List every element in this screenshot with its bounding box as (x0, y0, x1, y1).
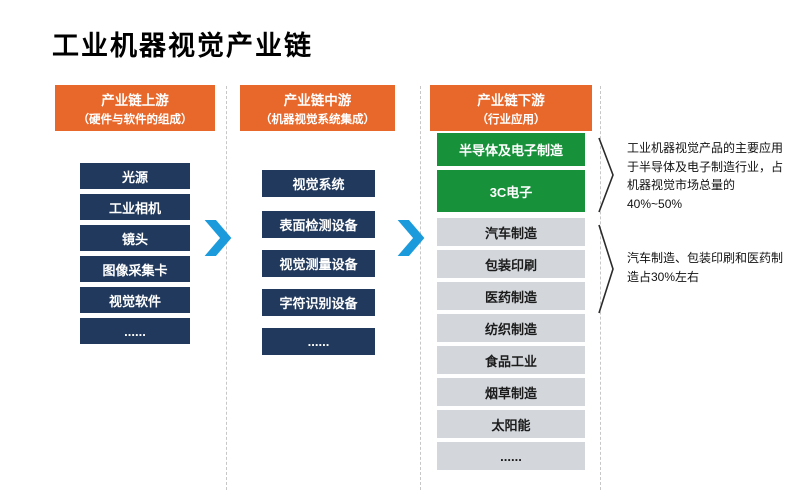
brace-icon-1 (598, 137, 614, 213)
chain-item-vision-system: 视觉系统 (262, 170, 375, 197)
chain-item-packaging-printing: 包装印刷 (437, 250, 585, 278)
chain-item-pharmaceutical: 医药制造 (437, 282, 585, 310)
stage-header-title: 产业链中游 (283, 93, 352, 108)
stage-header-subtitle: （硬件与软件的组成） (77, 114, 193, 126)
divider-dashed-3 (600, 86, 601, 490)
arrow-right-icon-1 (204, 220, 232, 256)
stage-header-subtitle: （行业应用） (476, 114, 546, 126)
chain-item-industrial-camera: 工业相机 (80, 194, 190, 220)
divider-dashed-1 (226, 86, 227, 490)
chain-item-character-recognition: 字符识别设备 (262, 289, 375, 316)
stage-header-subtitle: （机器视觉系统集成） (260, 114, 375, 126)
chain-item-semiconductor-electronics: 半导体及电子制造 (437, 133, 585, 166)
chain-item-lens: 镜头 (80, 225, 190, 251)
chain-item-frame-grabber: 图像采集卡 (80, 256, 190, 282)
stage-header-downstream: 产业链下游 （行业应用） (430, 85, 592, 131)
chain-item-tobacco: 烟草制造 (437, 378, 585, 406)
annotation-semiconductor-share: 工业机器视觉产品的主要应用于半导体及电子制造行业，占机器视觉市场总量的40%~5… (627, 141, 784, 211)
chain-item-midstream-more: ...... (262, 328, 375, 355)
chain-item-vision-measurement: 视觉测量设备 (262, 250, 375, 277)
stage-header-upstream: 产业链上游 （硬件与软件的组成） (55, 85, 215, 131)
page-title: 工业机器视觉产业链 (52, 31, 313, 61)
chain-item-solar: 太阳能 (437, 410, 585, 438)
arrow-right-icon-2 (397, 220, 425, 256)
chain-item-surface-inspection: 表面检测设备 (262, 211, 375, 238)
chain-item-3c-electronics: 3C电子 (437, 170, 585, 212)
chain-item-downstream-more: ...... (437, 442, 585, 470)
stage-header-midstream: 产业链中游 （机器视觉系统集成） (240, 85, 395, 131)
annotation-auto-packaging-pharma-share: 汽车制造、包装印刷和医药制造占30%左右 (627, 251, 784, 284)
chain-item-textile: 纺织制造 (437, 314, 585, 342)
chain-item-food-industry: 食品工业 (437, 346, 585, 374)
chain-item-automotive: 汽车制造 (437, 218, 585, 246)
stage-header-title: 产业链上游 (101, 93, 169, 108)
brace-icon-2 (598, 224, 614, 314)
chain-item-upstream-more: ...... (80, 318, 190, 344)
chain-item-vision-software: 视觉软件 (80, 287, 190, 313)
divider-dashed-2 (420, 86, 421, 490)
stage-header-title: 产业链下游 (477, 93, 545, 108)
chain-item-light-source: 光源 (80, 163, 190, 189)
